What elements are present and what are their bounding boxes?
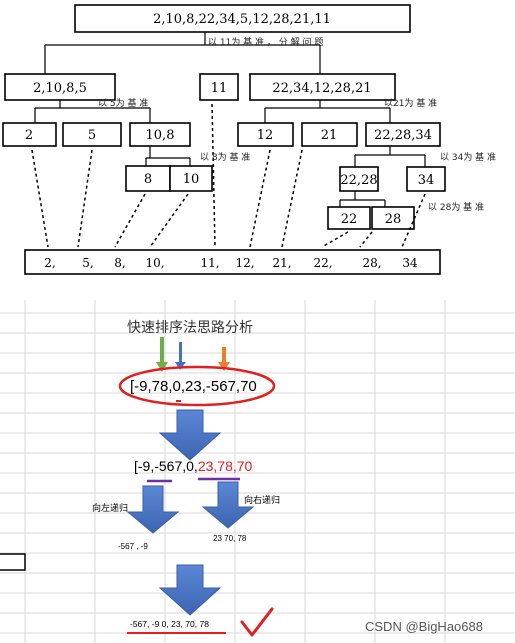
red-circle-annotation (118, 365, 276, 407)
blue-arrow-icon (175, 342, 186, 370)
box-21 (301, 122, 358, 147)
root-box-text: 2,10,8,22,34,5,12,28,21,11 (153, 12, 331, 27)
box-22-text: 22 (341, 212, 358, 227)
note-left: 以 5为 基 准 (98, 97, 148, 109)
box-28-text: 28 (385, 212, 402, 227)
result-item: 12, (235, 256, 254, 270)
box-22-28-text: 22,28 (340, 173, 377, 188)
selected-cell[interactable] (0, 553, 26, 571)
final-result: -567, -9 0, 23, 70, 78 (130, 619, 209, 629)
right-result: 23 70, 78 (213, 534, 247, 543)
result-item: 21, (272, 256, 291, 270)
left-down-arrow-icon (126, 485, 180, 534)
result-item: 8, (114, 256, 125, 270)
left-recursion-label: 向左递归 (92, 502, 128, 514)
spreadsheet-grid (0, 300, 515, 643)
box-22-28-34-text: 22,28,34 (374, 128, 432, 143)
result-item: 28, (362, 256, 381, 270)
pivot-box-text: 11 (211, 81, 228, 96)
check-mark-icon (240, 607, 274, 637)
box-2-text: 2 (25, 128, 33, 143)
result-item: 22, (313, 256, 332, 270)
pointer-arrows (156, 337, 230, 372)
box-2 (2, 122, 57, 147)
note-root: 以 11为 基 准 ， 分 解 问 题 (208, 36, 323, 48)
partitioned-array: [-9,-567,0,23,78,70 (134, 458, 253, 474)
initial-array: [-9,78,0,23,-567,70 (130, 378, 257, 395)
note-22-28: 以 28为 基 准 (428, 201, 484, 213)
box-10-8-text: 10,8 (146, 128, 175, 143)
box-8 (125, 165, 171, 192)
box-12 (237, 122, 294, 147)
box-22-28 (339, 166, 379, 192)
note-10-8: 以 8为 基 准 (200, 151, 250, 163)
box-8-text: 8 (144, 172, 152, 187)
right-recursion-label: 向右递归 (244, 494, 280, 506)
right-down-arrow-icon (201, 481, 255, 529)
result-item: 2, (44, 256, 55, 270)
root-box (74, 4, 411, 33)
left-result: -567 , -9 (118, 542, 148, 551)
box-22-28-34 (365, 122, 441, 147)
analysis-title: 快速排序法思路分析 (127, 320, 253, 336)
quicksort-analysis-diagram: 快速排序法思路分析 [-9,78,0,23,-567,70 [-9,-567,0… (0, 300, 515, 643)
note-right: 以21为 基 准 (384, 97, 437, 109)
result-item: 34 (402, 256, 418, 270)
right-box-text: 22,34,12,28,21 (272, 81, 371, 96)
box-5-text: 5 (88, 128, 96, 143)
result-box (24, 249, 441, 275)
box-10-text: 10 (183, 172, 200, 187)
right-box (249, 73, 396, 101)
box-10 (169, 165, 213, 192)
box-12-text: 12 (257, 128, 274, 143)
down-arrow-icon (158, 409, 222, 461)
partition-right: 23,78,70 (198, 458, 253, 474)
box-21-text: 21 (321, 128, 338, 143)
box-10-8 (129, 122, 191, 147)
box-34 (406, 166, 446, 192)
quicksort-tree-diagram: 2,10,8,22,34,5,12,28,21,11 2,10,8,5 11 2… (2, 4, 496, 275)
green-arrow-icon (156, 337, 168, 372)
left-box-text: 2,10,8,5 (33, 81, 87, 96)
box-22 (327, 206, 371, 230)
watermark: CSDN @BigHao688 (365, 619, 483, 634)
note-22-28-34: 以 34为 基 准 (440, 151, 496, 163)
orange-arrow-icon (218, 347, 230, 371)
left-box (4, 73, 116, 101)
final-down-arrow-icon (158, 564, 222, 616)
result-item: 11, (200, 256, 219, 270)
result-item: 5, (82, 256, 93, 270)
result-item: 10, (145, 256, 164, 270)
box-34-text: 34 (418, 173, 435, 188)
box-5 (62, 122, 122, 147)
partition-left: [-9,-567,0, (134, 458, 198, 474)
pivot-box (199, 73, 239, 101)
